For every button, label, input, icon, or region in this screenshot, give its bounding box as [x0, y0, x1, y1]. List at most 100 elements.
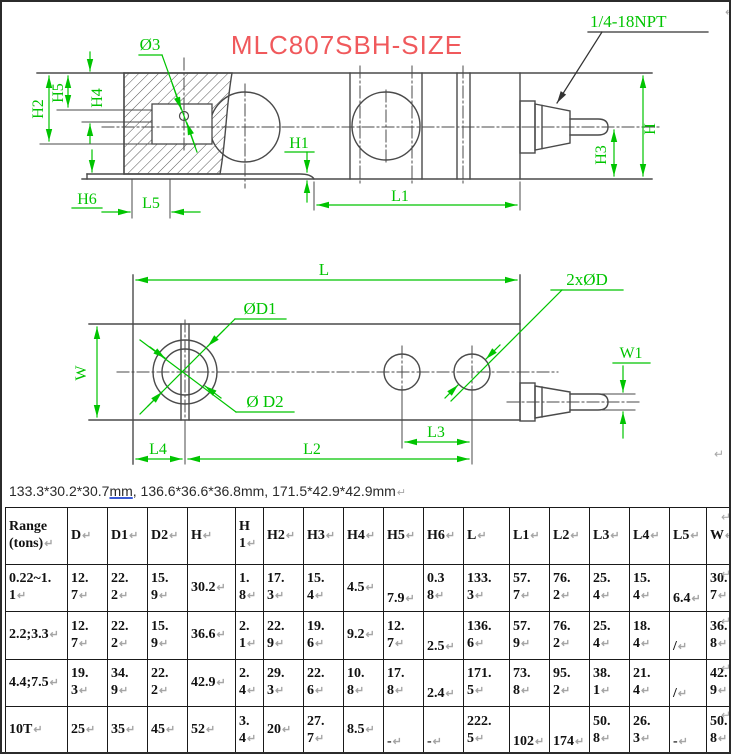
dim-label-d1: ØD1: [243, 299, 276, 318]
table-header-cell: H3↵: [303, 507, 344, 565]
table-cell: 45↵: [147, 706, 188, 752]
table-cell: 73. 8↵: [509, 659, 550, 707]
table-cell: 36.6↵: [187, 611, 236, 660]
dim-label-l2: L2: [303, 441, 321, 458]
table-cell: 12. 7↵: [67, 564, 108, 612]
table-cell: 52↵: [187, 706, 236, 752]
table-row: 10T↵25↵35↵45↵52↵3. 4↵20↵27. 7↵8.5↵-↵-↵22…: [5, 706, 729, 752]
table-header-cell: L↵: [463, 507, 510, 565]
table-header-cell: H4↵: [343, 507, 384, 565]
table-cell: 2.2;3.3↵: [5, 611, 68, 660]
dim-label-h6: H6: [77, 191, 97, 208]
paragraph-mark: ↵: [714, 447, 725, 461]
table-cell: 1. 8↵: [235, 564, 264, 612]
dim-label-l4: L4: [149, 441, 167, 458]
table-header-cell: D2↵: [147, 507, 188, 565]
table-header-cell: H2↵: [263, 507, 304, 565]
table-cell: 21. 4↵: [629, 659, 670, 707]
dim-label-h4: H4: [89, 88, 106, 108]
table-cell: 18. 4↵: [629, 611, 670, 660]
top-view: L W ØD1 Ø D2 2xØD W1 L3 L2 L4: [73, 260, 651, 465]
table-cell: 34. 9↵: [107, 659, 148, 707]
paragraph-mark: ↵: [721, 567, 731, 581]
side-view: Ø3 1/4-18NPT H2 H5 H4 H6 L5 H1 L1 H3 H: [30, 12, 709, 219]
table-cell: 4.4;7.5↵: [5, 659, 68, 707]
table-cell: 50. 8↵: [589, 706, 630, 752]
dimension-table: Range (tons)↵D↵D1↵D2↵H↵H 1↵H2↵H3↵H4↵H5↵H…: [5, 507, 729, 752]
table-header-cell: L1↵: [509, 507, 550, 565]
dim-label-npt: 1/4-18NPT: [590, 12, 667, 31]
dim-label-l: L: [319, 260, 329, 279]
table-cell: 12. 7↵: [67, 611, 108, 660]
table-cell: -↵: [383, 706, 424, 752]
table-cell: 10. 8↵: [343, 659, 384, 707]
dim-label-l3: L3: [427, 424, 445, 441]
table-cell: 4.5↵: [343, 564, 384, 612]
table-cell: 10T↵: [5, 706, 68, 752]
table-cell: 0.22~1. 1↵: [5, 564, 68, 612]
table-cell: 102↵: [509, 706, 550, 752]
table-cell: /↵: [669, 611, 707, 660]
table-cell: /↵: [669, 659, 707, 707]
table-cell: 7.9↵: [383, 564, 424, 612]
table-cell: 30.2↵: [187, 564, 236, 612]
table-cell: 42.9↵: [187, 659, 236, 707]
drawing-title: MLC807SBH-SIZE: [231, 30, 463, 60]
paragraph-mark: ↵: [721, 510, 731, 524]
table-cell: 29. 3↵: [263, 659, 304, 707]
table-cell: 22. 9↵: [263, 611, 304, 660]
table-header-cell: Range (tons)↵: [5, 507, 68, 565]
dim-label-h: H: [642, 123, 659, 135]
caption-mm-underlined: mm: [109, 483, 133, 499]
paragraph-mark: ↵: [721, 661, 731, 675]
table-cell: 57. 9↵: [509, 611, 550, 660]
table-cell: 38. 1↵: [589, 659, 630, 707]
dim-label-w1: W1: [619, 345, 642, 362]
table-header-cell: H 1↵: [235, 507, 264, 565]
table-cell: 26. 3↵: [629, 706, 670, 752]
table-header-cell: H↵: [187, 507, 236, 565]
table-cell: 3. 4↵: [235, 706, 264, 752]
table-cell: 12. 7↵: [383, 611, 424, 660]
table-header-cell: L5↵: [669, 507, 707, 565]
paragraph-mark: ↵: [725, 6, 729, 18]
table-cell: -↵: [669, 706, 707, 752]
table-cell: 22. 2↵: [107, 564, 148, 612]
table-cell: 22. 2↵: [147, 659, 188, 707]
table-row: 0.22~1. 1↵12. 7↵22. 2↵15. 9↵30.2↵1. 8↵17…: [5, 564, 729, 612]
table-cell: 2.4↵: [423, 659, 464, 707]
table-cell: 95. 2↵: [549, 659, 590, 707]
table-header-cell: D↵: [67, 507, 108, 565]
paragraph-mark: ↵: [396, 487, 407, 499]
table-header-cell: H6↵: [423, 507, 464, 565]
dim-label-l5: L5: [142, 195, 160, 212]
table-cell: 25. 4↵: [589, 564, 630, 612]
table-cell: 35↵: [107, 706, 148, 752]
table-cell: 2. 1↵: [235, 611, 264, 660]
dim-label-h2: H2: [30, 99, 47, 119]
table-cell: 20↵: [263, 706, 304, 752]
table-header-cell: L2↵: [549, 507, 590, 565]
table-cell: 171. 5↵: [463, 659, 510, 707]
dim-label-dia3: Ø3: [140, 35, 161, 54]
table-cell: 8.5↵: [343, 706, 384, 752]
dim-label-h3: H3: [593, 145, 610, 165]
table-cell: 76. 2↵: [549, 611, 590, 660]
hatched-section: [123, 72, 233, 175]
table-cell: 15. 4↵: [303, 564, 344, 612]
table-cell: 17. 8↵: [383, 659, 424, 707]
table-cell: 19. 6↵: [303, 611, 344, 660]
table-cell: 136. 6↵: [463, 611, 510, 660]
dim-label-w: W: [73, 365, 90, 381]
table-cell: 30. 7↵: [706, 564, 729, 612]
table-cell: 0.3 8↵: [423, 564, 464, 612]
table-cell: 36. 8↵: [706, 611, 729, 660]
dim-label-2xd: 2xØD: [566, 270, 608, 289]
table-header-cell: L3↵: [589, 507, 630, 565]
paragraph-mark: ↵: [721, 708, 731, 722]
table-cell: 19. 3↵: [67, 659, 108, 707]
dim-label-d2: Ø D2: [246, 392, 283, 411]
table-row: 4.4;7.5↵19. 3↵34. 9↵22. 2↵42.9↵2. 4↵29. …: [5, 659, 729, 707]
table-row: 2.2;3.3↵12. 7↵22. 2↵15. 9↵36.6↵2. 1↵22. …: [5, 611, 729, 660]
